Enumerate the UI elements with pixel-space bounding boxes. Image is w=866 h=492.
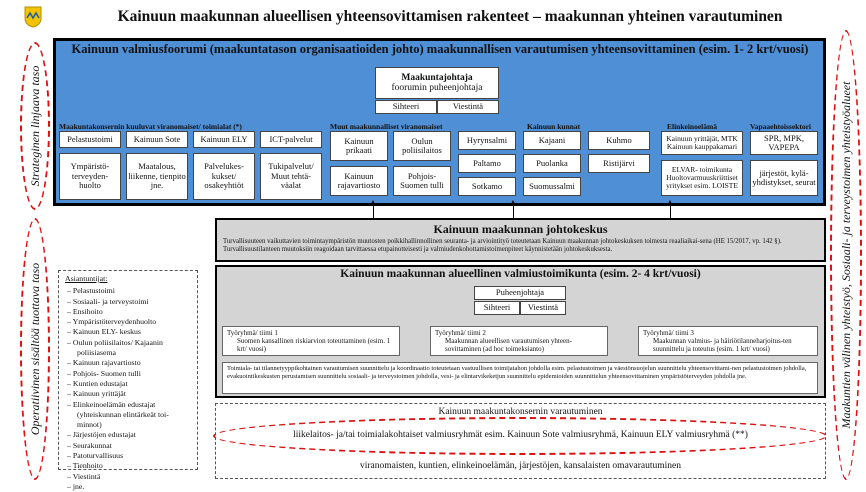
- right-label: Maakuntien välinen yhteistyö, Sosiaali- …: [838, 81, 853, 429]
- johtokeskus-box: Kainuun maakunnan johtokeskus Turvallisu…: [215, 218, 826, 262]
- konserni-item: ICT-palvelut: [260, 131, 322, 148]
- arrow-up-icon: [370, 200, 376, 206]
- list-item: Pelastustoimi: [73, 286, 191, 296]
- experts-heading: Asiantuntijat:: [65, 274, 108, 283]
- page-title: Kainuun maakunnan alueellisen yhteensovi…: [117, 8, 783, 25]
- konserni-item: Palvelukes-kukset/ osakeyhtiöt: [193, 153, 255, 200]
- konserni-item: Tukipalvelut/ Muut tehtä-väalat: [260, 153, 322, 200]
- left-top-label: Strateginen linjaava taso: [27, 65, 42, 187]
- connector-line: [373, 206, 374, 220]
- kunta-item: Hyrynsalmi: [458, 131, 516, 150]
- forum-communications-box: Viestintä: [437, 100, 499, 114]
- list-item: Patoturvallisuus: [73, 451, 191, 461]
- team-2-box: Työryhmä/ tiimi 2 Maakunnan alueellisen …: [430, 326, 608, 356]
- kunta-item: Kuhmo: [588, 131, 650, 150]
- list-item: Ensihoito: [73, 307, 191, 317]
- list-item: jne.: [73, 482, 191, 492]
- kunta-item: Paltamo: [458, 154, 516, 173]
- valmiustoimikunta-secretary-box: Sihteeri: [474, 301, 520, 315]
- list-item: Tienhoito: [73, 461, 191, 471]
- kunta-item: Puolanka: [523, 154, 581, 173]
- left-top-ellipse: [20, 42, 50, 210]
- list-item: Kainuun rajavartiosto: [73, 358, 191, 368]
- muut-item: Pohjois-Suomen tulli: [393, 166, 451, 196]
- muut-item: Kainuun prikaati: [330, 131, 388, 161]
- list-item: Sosiaali- ja terveystoimi: [73, 297, 191, 307]
- elinkeino-item: Kainuun yrittäjät, MTK Kainuun kauppakam…: [661, 131, 743, 155]
- team-item: Maakunnan alueellisen varautumisen yhtee…: [445, 337, 572, 354]
- johtokeskus-title: Kainuun maakunnan johtokeskus: [433, 222, 608, 236]
- bottom-line-2: liikelaitos- ja/tai toimialakohtaiset va…: [293, 430, 748, 440]
- bottom-line-3: viranomaisten, kuntien, elinkeinoelämän,…: [359, 461, 682, 471]
- vapaa-group-title: Vapaaehtoissektori: [750, 122, 811, 131]
- list-item: Viestintä: [73, 472, 191, 482]
- valmiustoimikunta-footer: Toimiala- tai tilannetyyppikohtainen var…: [222, 362, 818, 394]
- left-bottom-ellipse: [20, 218, 50, 480]
- forum-secretary-box: Sihteeri: [375, 100, 437, 114]
- konserni-item: Pelastustoimi: [59, 131, 121, 148]
- elinkeino-group-title: Elinkeinoelämä: [667, 122, 718, 131]
- connector-line: [670, 206, 671, 220]
- right-ellipse: [830, 30, 862, 480]
- arrow-up-icon: [667, 200, 673, 206]
- elinkeino-item: ELVAR- toimikunta Huoltovarmuuskriittise…: [661, 160, 743, 196]
- connector-line: [513, 206, 514, 220]
- bottom-line-1: Kainuun maakuntakonsernin varautuminen: [438, 407, 603, 417]
- maakuntajohtaja-sub: foorumin puheenjohtaja: [391, 83, 483, 93]
- list-item: Kainuun yrittäjät: [73, 389, 191, 399]
- konserni-group-title: Maakuntakonsernin kuuluvat viranomaiset/…: [59, 122, 242, 131]
- konserni-item: Kainuun Sote: [126, 131, 188, 148]
- konserni-item: Ympäristö-terveyden-huolto: [59, 153, 121, 200]
- valmiustoimikunta-communications-box: Viestintä: [520, 301, 566, 315]
- list-item: Järjestöjen edustajat: [73, 430, 191, 440]
- team-1-box: Työryhmä/ tiimi 1 Suomen kansallinen ris…: [222, 326, 400, 356]
- team-item: Maakunnan valmius- ja häiriötilanneharjo…: [653, 337, 792, 354]
- valmiustoimikunta-title: Kainuun maakunnan alueellinen valmiustoi…: [340, 268, 701, 280]
- muut-group-title: Muut maakunnalliset viranomaiset: [330, 122, 443, 131]
- konserni-item: Kainuun ELY: [193, 131, 255, 148]
- team-item: Suomen kansallinen riskiarvion toteuttam…: [237, 337, 391, 354]
- list-item: Kuntien edustajat: [73, 379, 191, 389]
- list-item: Kainuun ELY- keskus: [73, 327, 191, 337]
- kainuu-logo: [24, 6, 42, 28]
- valmiustoimikunta-chair-box: Puheenjohtaja: [474, 286, 566, 300]
- team-name: Työryhmä/ tiimi 1: [227, 329, 278, 337]
- list-item: Pohjois- Suomen tulli: [73, 369, 191, 379]
- list-item: Seurakunnat: [73, 441, 191, 451]
- muut-item: Oulun poliisilaitos: [393, 131, 451, 161]
- vapaa-item: SPR, MPK, VAPEPA: [750, 131, 818, 155]
- konserni-item: Maatalous, liikenne, tienpito jne.: [126, 153, 188, 200]
- bottom-box: [215, 403, 826, 479]
- kunnat-group-title: Kainuun kunnat: [527, 122, 581, 131]
- left-bottom-label: Operatiivinen sisältöä tuottava taso: [27, 262, 42, 436]
- maakuntajohtaja-box: Maakuntajohtaja foorumin puheenjohtaja: [375, 67, 499, 99]
- list-item: Elinkeinoelämän edustajat (yhteiskunnan …: [73, 400, 191, 431]
- bottom-ellipse: [213, 417, 827, 455]
- team-name: Työryhmä/ tiimi 2: [435, 329, 486, 337]
- kunta-item: Kajaani: [523, 131, 581, 150]
- list-item: Oulun poliisilaitos/ Kajaanin poliisiase…: [73, 338, 191, 359]
- team-name: Työryhmä/ tiimi 3: [643, 329, 694, 337]
- kunta-item: Suomussalmi: [523, 177, 581, 196]
- muut-item: Kainuun rajavartiosto: [330, 166, 388, 196]
- maakuntajohtaja-title: Maakuntajohtaja: [401, 72, 473, 83]
- team-3-box: Työryhmä/ tiimi 3 Maakunnan valmius- ja …: [638, 326, 818, 356]
- list-item: Ympäristöterveydenhuolto: [73, 317, 191, 327]
- arrow-up-icon: [510, 200, 516, 206]
- johtokeskus-text: Turvallisuuteen vaikuttavien toimintaymp…: [223, 238, 782, 253]
- kunta-item: Ristijärvi: [588, 154, 650, 173]
- kunta-item: Sotkamo: [458, 177, 516, 196]
- valmiusfoorumi-title: Kainuun valmiusfoorumi (maakuntatason or…: [71, 42, 809, 56]
- experts-list: Asiantuntijat: Pelastustoimi Sosiaali- j…: [58, 270, 198, 491]
- vapaa-item: järjestöt, kylä-yhdistykset, seurat: [750, 160, 818, 196]
